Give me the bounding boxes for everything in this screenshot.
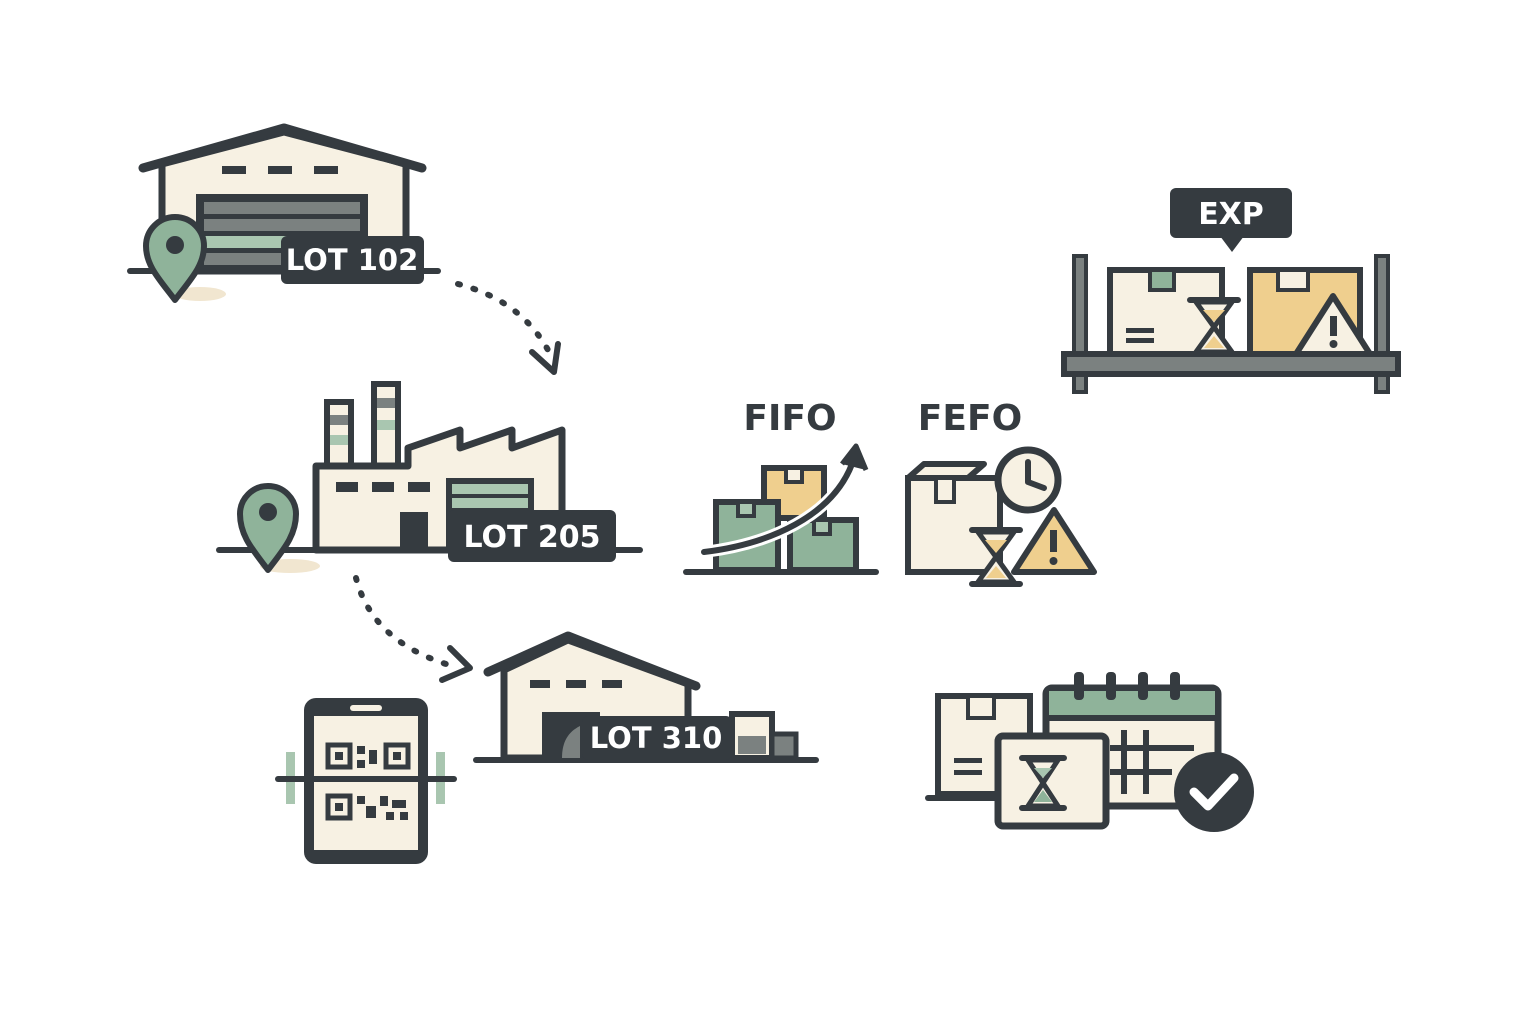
flow-arrow-1 [455,281,561,375]
flow-arrow-2 [353,575,473,683]
fefo-boxes-icon [905,461,1003,575]
svg-text:LOT 102: LOT 102 [286,243,419,277]
hourglass-icon [1019,755,1067,811]
expiry-shelf-icon [1061,254,1401,394]
calendar-icon [925,672,1222,830]
warning-icon [1293,293,1373,357]
qr-scanner-phone-icon [275,698,457,864]
clock-icon [994,446,1062,514]
check-icon [1174,752,1254,832]
location-pin-icon [143,214,207,303]
svg-text:LOT 310: LOT 310 [590,721,723,755]
lot-badge-310: LOT 310 [582,716,732,760]
fefo-label: FEFO [918,398,1022,439]
hourglass-icon [969,527,1023,587]
svg-text:LOT 205: LOT 205 [463,520,600,555]
warning-icon [1011,507,1097,575]
lot-badge-205: LOT 205 [448,510,616,562]
hourglass-icon [1187,297,1241,357]
svg-text:EXP: EXP [1198,197,1264,232]
exp-tag: EXP [1170,188,1292,252]
location-pin-icon [237,483,299,573]
lot-badge-102: LOT 102 [281,236,424,284]
fifo-boxes-icon [683,443,879,575]
fifo-label: FIFO [743,398,836,439]
